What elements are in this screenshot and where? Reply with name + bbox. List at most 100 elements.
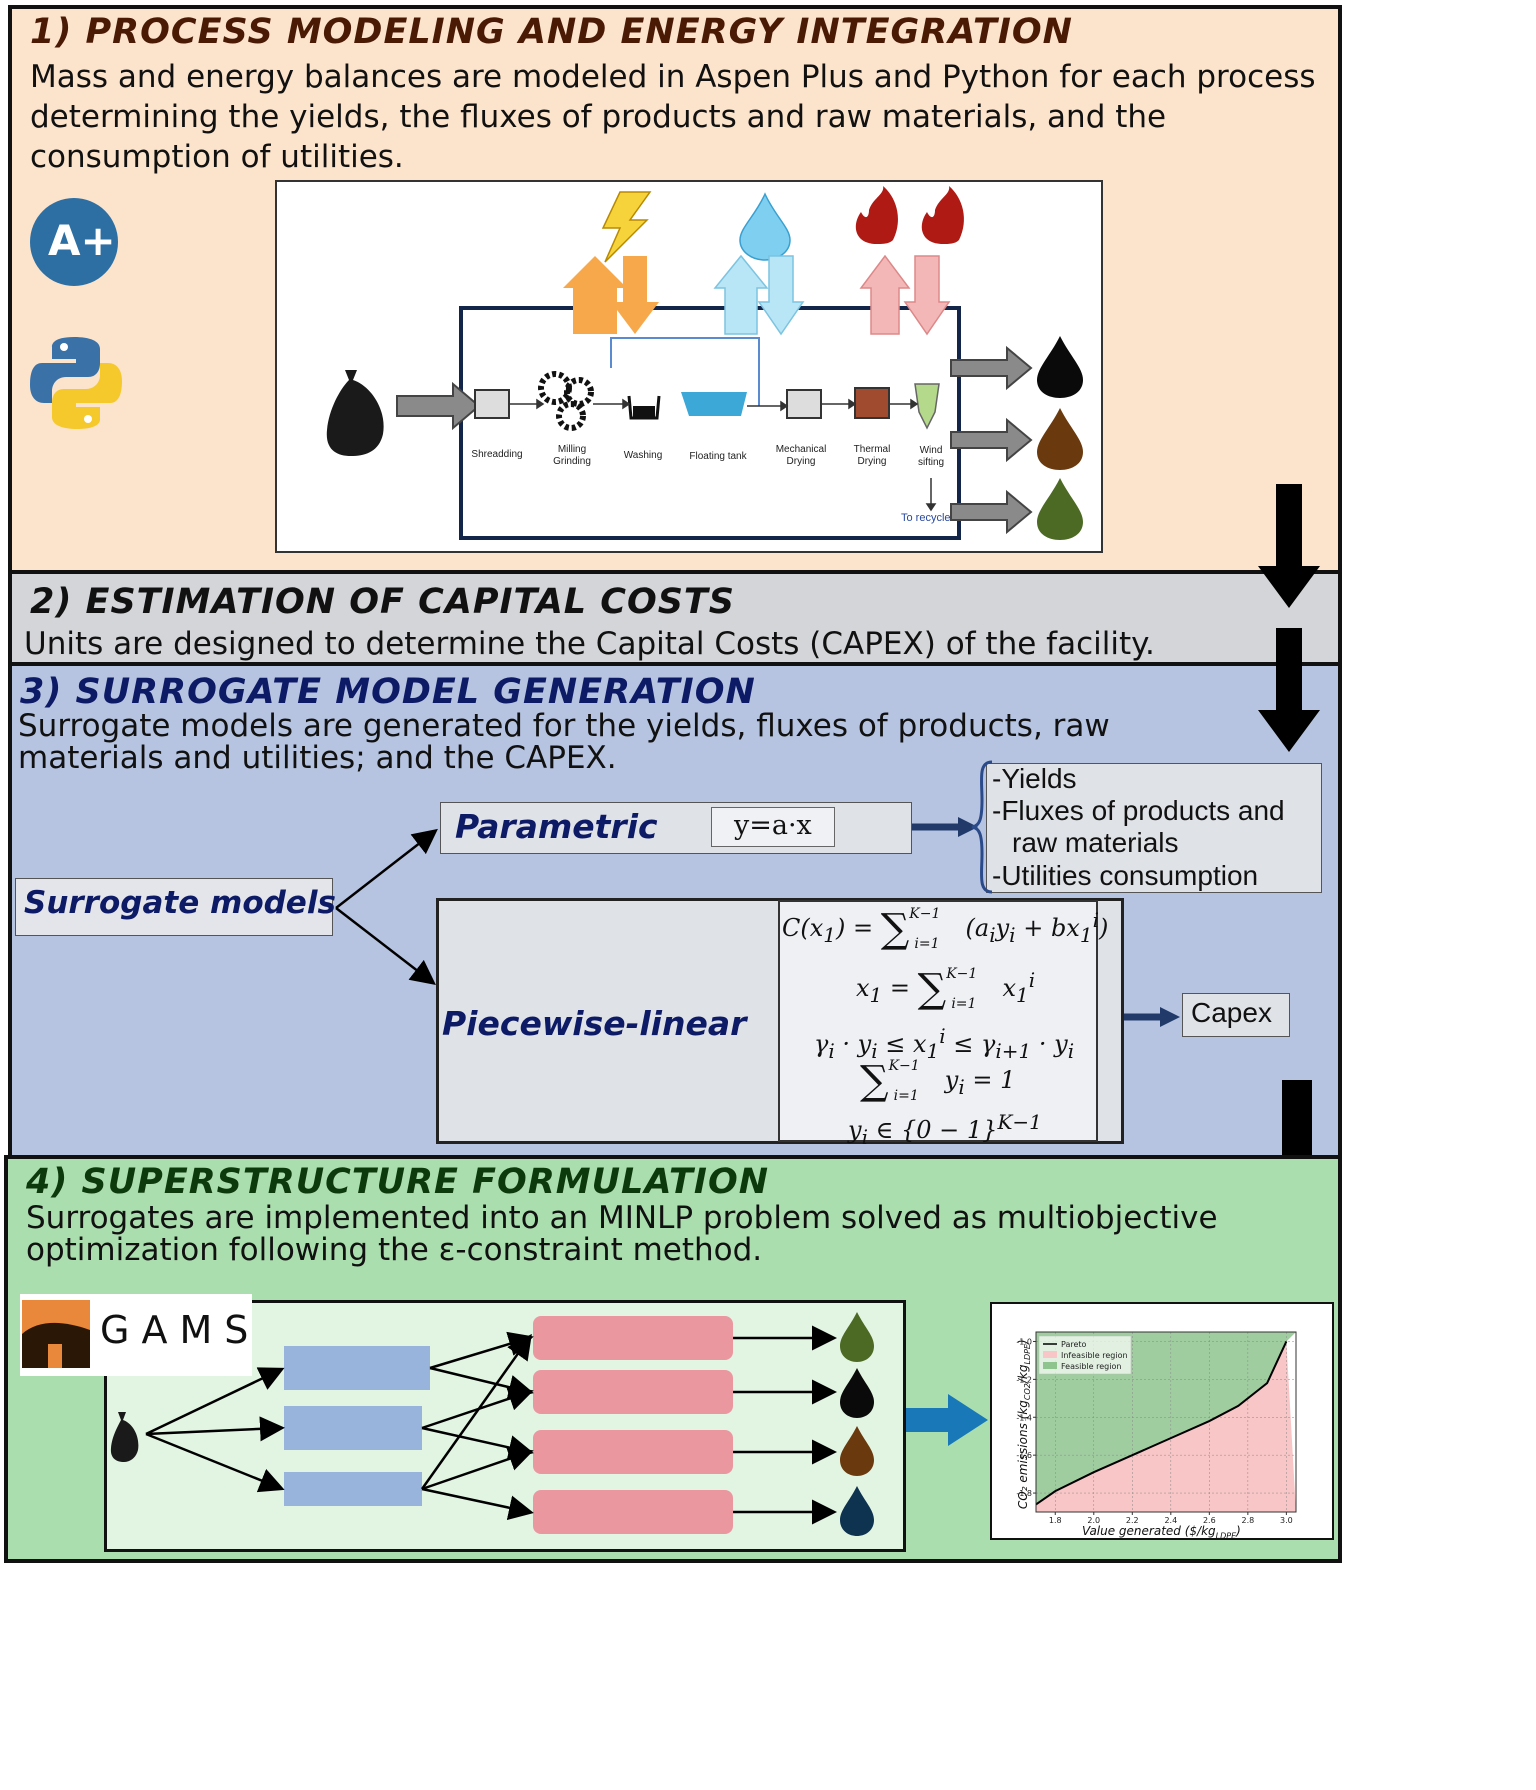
utility-down-arrow [903,255,951,336]
legend-entry: Pareto [1061,1340,1087,1349]
x-tick-label: 1.8 [1049,1516,1062,1525]
shredder-icon [474,389,510,419]
brown-drop-icon [1037,408,1083,470]
mechanical-dryer-icon [786,389,822,419]
gams-logo-text: GAMS [100,1308,261,1352]
parametric-label: Parametric [455,807,658,846]
equation-capex-sum: C(x1) = ∑K−1i=1(aiyi + bx1i) [782,906,1109,952]
to-chart-arrow [906,1394,988,1446]
section3-title: 3) SURROGATE MODEL GENERATION [20,672,756,712]
wind-sifter-icon [914,383,940,430]
step-label-washing: Washing [624,450,663,461]
utility-up-arrow [713,254,769,335]
equation-y-sum: ∑K−1i=1yi = 1 [860,1058,1016,1104]
lightning-icon [601,191,652,263]
product-block [533,1370,733,1414]
brown-drop-icon [840,1426,874,1476]
x-tick-label: 2.6 [1203,1516,1216,1525]
black-drop-icon [1037,336,1083,398]
y-tick-label: -1.4 [1016,1413,1032,1422]
thermal-dryer-icon [854,387,890,419]
utility-down-arrow [757,255,805,336]
section2-description: Units are designed to determine the Capi… [24,626,1155,662]
parametric-equation-box: y=a·x [711,807,835,847]
recycle-label: To recycle [901,512,951,524]
surrogate-models-label: Surrogate models [24,885,336,921]
step-label-shredding: Shreadding [471,449,522,460]
flow-down-arrow [1258,628,1320,752]
capex-label: Capex [1191,997,1272,1028]
process-block [284,1346,430,1390]
product-block [533,1490,733,1534]
x-tick-label: 2.2 [1126,1516,1139,1525]
feasible-region [1036,1332,1296,1505]
y-tick-label: -1.2 [1016,1375,1032,1384]
process-block [284,1472,422,1506]
equation-binary: yi ∈ {0 − 1}K−1 [848,1110,1042,1149]
y-tick-label: -1.0 [1016,1337,1032,1346]
equation-bounds: γi · yi ≤ x1i ≤ γi+1 · yi [814,1024,1075,1063]
legend-entry: Infeasible region [1061,1351,1128,1360]
utility-up-arrow [563,256,627,334]
water-drop-icon [739,192,791,261]
product-block [533,1316,733,1360]
pareto-line [1035,1341,1288,1506]
capex-box: Capex [1182,993,1290,1037]
gams-logo: GAMS [20,1294,252,1376]
x-tick-label: 2.8 [1241,1516,1254,1525]
chart-xlabel: Value generated ($/kgLDPE) [1082,1524,1241,1541]
navy-drop-icon [840,1486,874,1536]
y-tick-label: -1.6 [1016,1451,1032,1460]
black-drop-icon [840,1368,874,1418]
gear-icon [564,377,594,407]
x-tick-label: 2.4 [1164,1516,1177,1525]
flow-down-arrow [1258,484,1320,608]
output-utilities: -Utilities consumption [992,860,1259,891]
utility-up-arrow [859,254,911,335]
output-yields: -Yields [992,763,1077,794]
outputs-box [986,763,1322,893]
olive-drop-icon [840,1312,874,1362]
washing-tank-icon [627,395,661,420]
legend-entry: Feasible region [1061,1362,1121,1371]
section1-title: 1) PROCESS MODELING AND ENERGY INTEGRATI… [30,12,1073,52]
section1-description: Mass and energy balances are modeled in … [30,59,1316,175]
gear-icon [538,371,572,405]
output-fluxes: -Fluxes of products and [992,795,1285,826]
piecewise-equations-box [778,900,1098,1142]
legend-swatch [1043,1351,1057,1358]
legend-swatch [1043,1362,1057,1369]
aspen-plus-logo: A+ [30,198,118,286]
step-label-floating-tank: Floating tank [689,451,747,462]
brace-icon [971,760,993,894]
utility-down-arrow [611,256,659,334]
aspen-logo-text: A+ [48,216,116,265]
gear-icon [556,401,586,431]
section4-description-line1: Surrogates are implemented into an MINLP… [26,1200,1218,1236]
process-block [284,1406,422,1450]
section4-title: 4) SUPERSTRUCTURE FORMULATION [26,1162,769,1202]
python-logo-icon [30,337,122,429]
x-tick-label: 3.0 [1280,1516,1293,1525]
feed-arrow [396,381,481,431]
product-arrow [950,489,1033,535]
parametric-box: Parametric y=a·x [440,802,912,854]
product-arrow [950,345,1033,391]
flame-icon [855,186,898,244]
floating-tank-icon [681,392,747,416]
olive-drop-icon [1037,478,1083,540]
waste-bag-icon [326,370,384,456]
surrogate-models-box: Surrogate models [15,878,336,936]
output-raw-materials: raw materials [1012,827,1179,858]
piecewise-label: Piecewise-linear [442,1004,747,1043]
y-tick-label: -1.8 [1016,1489,1032,1498]
flame-icon [921,186,964,244]
section-capital-costs [8,570,1342,667]
parametric-equation: y=a·x [734,810,812,841]
